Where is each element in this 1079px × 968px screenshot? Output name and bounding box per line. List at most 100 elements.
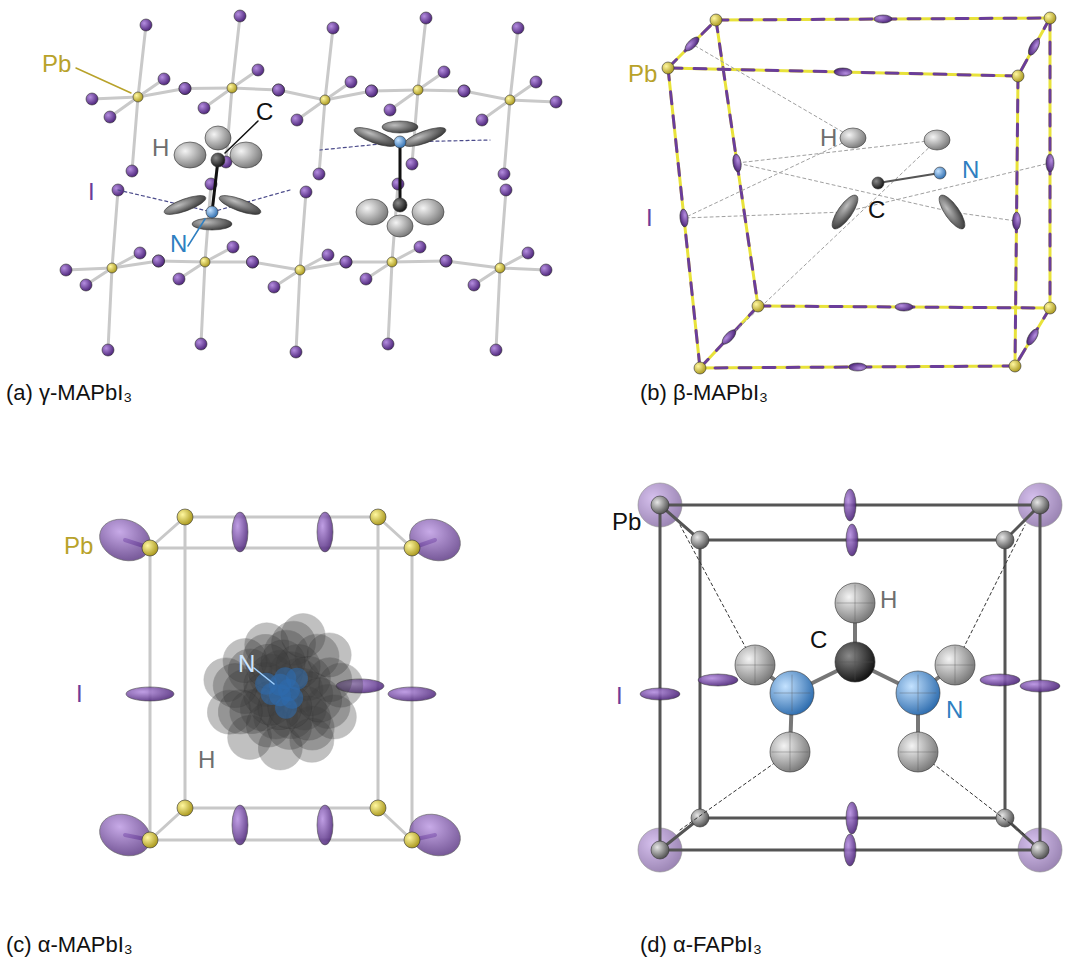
- iodine-atom: [252, 64, 264, 76]
- lead-atom: [142, 832, 158, 848]
- hydrogen-ellipsoid: [217, 192, 262, 218]
- iodine-atom: [720, 328, 738, 347]
- iodine-atom: [134, 247, 146, 259]
- iodine-atom: [290, 346, 302, 358]
- iodine-atom: [498, 168, 510, 180]
- atom-label: H: [198, 748, 215, 772]
- iodine-atom: [1026, 37, 1042, 57]
- panel-caption: (d) α-FAPbI₃: [640, 934, 762, 956]
- leader-line: [188, 219, 205, 246]
- pb-i-bond: [138, 25, 146, 97]
- cell-edge: [150, 839, 412, 842]
- nitrogen-disorder: [286, 668, 308, 690]
- hydrogen-ellipsoid: [412, 199, 444, 225]
- pb-i-bond: [112, 261, 159, 268]
- pb-i-bond: [296, 270, 300, 352]
- iodine-atom: [80, 279, 92, 291]
- atom-label: Pb: [42, 52, 71, 76]
- iodine-atom: [195, 338, 207, 350]
- iodine-atom: [247, 256, 259, 268]
- hydrogen-bond: [684, 212, 845, 218]
- nitrogen-atom: [770, 671, 814, 715]
- lead-atom: [320, 95, 330, 105]
- cell-edge-dash: [668, 20, 716, 68]
- pb-i-bond: [300, 192, 306, 270]
- cell-edge: [377, 517, 380, 808]
- ellipsoid-axis: [955, 647, 956, 683]
- leader-line: [225, 121, 258, 153]
- atom-label: C: [256, 100, 273, 124]
- atom-label: C: [810, 628, 827, 652]
- lead-atom: [142, 540, 158, 556]
- iodine-atom: [173, 273, 185, 285]
- iodine-ellipsoid: [232, 805, 248, 845]
- iodine-atom: [60, 264, 72, 276]
- hydrogen-ellipsoid: [828, 192, 862, 233]
- ellipsoid-axis: [855, 585, 856, 621]
- cell-edge-dash: [700, 306, 758, 368]
- pb-i-bond: [464, 91, 510, 100]
- iodine-atom: [273, 84, 285, 96]
- iodine-atom: [500, 184, 512, 196]
- iodine-atom: [438, 66, 450, 78]
- panel-caption: (b) β-MAPbI₃: [640, 382, 768, 404]
- lead-atom: [1031, 496, 1049, 514]
- hydrogen-ellipsoid: [924, 130, 950, 150]
- carbon-atom: [393, 198, 407, 212]
- hydrogen-bond: [684, 138, 853, 218]
- iodine-atom: [420, 12, 432, 24]
- iodine-atom: [1024, 327, 1040, 347]
- atom-label: N: [962, 158, 979, 182]
- iodine-atom: [322, 249, 334, 261]
- iodine-atom: [140, 19, 152, 31]
- iodine-atom: [340, 256, 352, 268]
- atom-label: I: [646, 206, 653, 230]
- nitrogen-atom: [206, 206, 218, 218]
- iodine-atom: [291, 114, 303, 126]
- iodine-ellipsoid: [94, 512, 157, 567]
- iodine-atom: [458, 85, 470, 97]
- atom-label: I: [616, 684, 623, 708]
- hydrogen-disorder: [218, 690, 262, 734]
- hydrogen-ellipsoid: [192, 218, 232, 230]
- lead-atom: [227, 83, 237, 93]
- atom-label: Pb: [612, 510, 641, 534]
- iodine-atom: [273, 84, 285, 96]
- iodine-ellipsoid: [388, 687, 436, 701]
- lead-atom: [691, 531, 709, 549]
- pb-i-bond: [232, 16, 240, 88]
- iodine-atom: [895, 303, 913, 311]
- pb-i-bond: [132, 97, 138, 171]
- lead-atom: [752, 300, 764, 312]
- iodine-ellipsoid: [640, 688, 680, 700]
- c-n-bond: [212, 160, 218, 212]
- hydrogen-ellipsoid: [230, 142, 262, 168]
- hydrogen-bond: [680, 525, 755, 665]
- iodine-atom: [530, 76, 542, 88]
- hydrogen-atom: [898, 732, 938, 772]
- lead-atom: [651, 496, 669, 514]
- iodine-atom: [540, 264, 552, 276]
- iodine-ellipsoid: [846, 802, 858, 834]
- pb-i-bond: [319, 100, 325, 174]
- ellipsoid-axis: [918, 675, 919, 711]
- atom-label: N: [170, 232, 187, 256]
- pb-i-bond: [372, 90, 419, 91]
- lead-atom: [996, 809, 1014, 827]
- iodine-atom: [683, 35, 701, 53]
- pb-i-bond: [325, 28, 333, 100]
- pb-i-bond: [388, 262, 392, 344]
- cell-edge: [185, 807, 378, 810]
- hydrogen-atom: [735, 645, 775, 685]
- hydrogen-atom: [935, 645, 975, 685]
- iodine-ellipsoid: [844, 834, 856, 866]
- iodine-atom: [158, 73, 170, 85]
- iodine-atom: [440, 255, 452, 267]
- lead-atom: [996, 531, 1014, 549]
- lead-atom: [1031, 841, 1049, 859]
- pb-i-bond: [232, 88, 279, 90]
- cell-edge: [1039, 505, 1042, 850]
- iodine-atom: [382, 338, 394, 350]
- iodine-atom: [179, 83, 191, 95]
- hydrogen-ellipsoid: [356, 199, 388, 225]
